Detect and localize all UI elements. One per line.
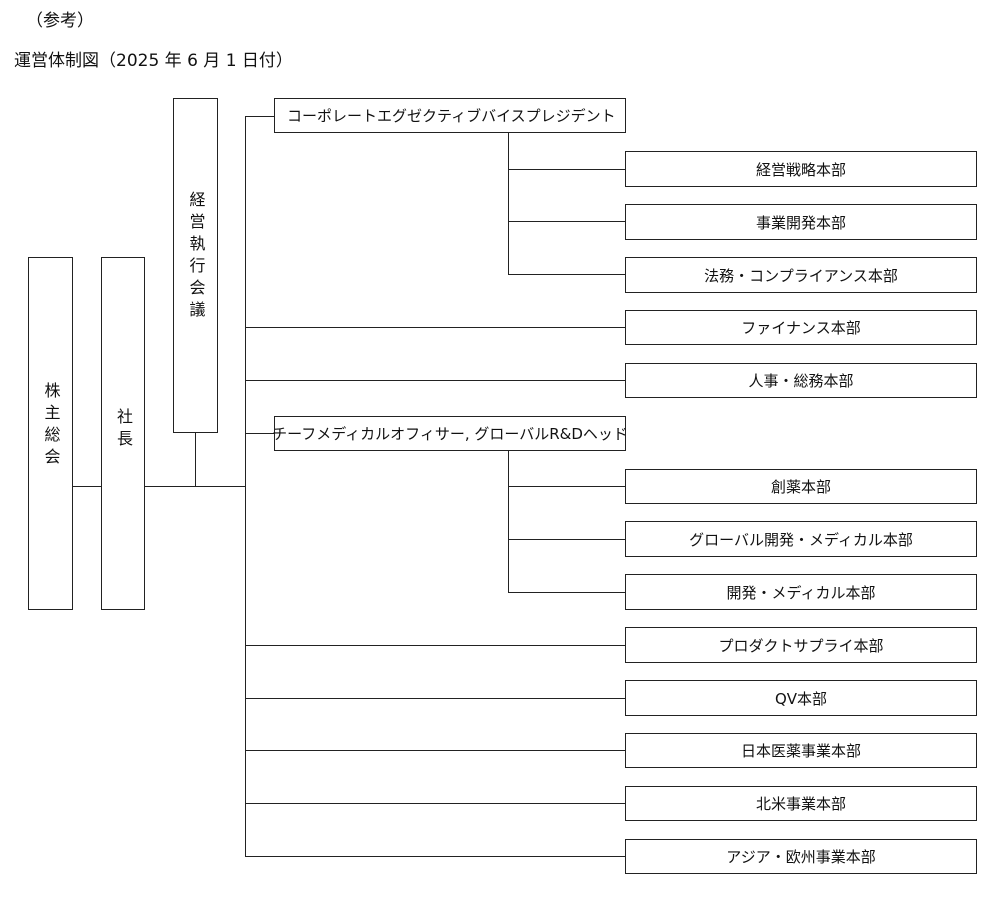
unit-label: 人事・総務本部 xyxy=(748,372,854,390)
unit-label: 経営戦略本部 xyxy=(755,160,846,179)
shareholders-meeting-label: 株主総会 xyxy=(41,382,61,470)
connector-president-trunk xyxy=(145,486,246,488)
unit-box-dev-medical: 開発・メディカル本部 xyxy=(625,574,977,610)
connector-global-dev xyxy=(508,539,625,541)
connector-drug-discovery xyxy=(508,486,625,488)
unit-box-north-america: 北米事業本部 xyxy=(625,786,977,821)
connector-corporate-evp xyxy=(245,116,274,118)
unit-box-drug-discovery: 創薬本部 xyxy=(625,469,977,504)
unit-box-qv: QV本部 xyxy=(625,680,977,716)
unit-box-finance: ファイナンス本部 xyxy=(625,310,977,345)
unit-label: アジア・欧州事業本部 xyxy=(726,848,876,866)
main-trunk-line xyxy=(245,116,247,856)
unit-label: 開発・メディカル本部 xyxy=(726,583,876,602)
connector-bizdev xyxy=(508,221,625,223)
cmo-branch-line xyxy=(508,451,510,592)
unit-label: プロダクトサプライ本部 xyxy=(718,636,884,655)
connector-asia-europe xyxy=(245,856,625,858)
connector-legal xyxy=(508,274,625,276)
connector-strategy xyxy=(508,169,625,171)
unit-label: QV本部 xyxy=(774,689,828,708)
connector-north-america xyxy=(245,803,625,805)
exec-meeting-label: 経営執行会議 xyxy=(186,191,206,323)
unit-label: ファイナンス本部 xyxy=(741,319,861,337)
unit-box-strategy: 経営戦略本部 xyxy=(625,151,977,187)
connector-cmo xyxy=(245,433,274,435)
connector-hr xyxy=(245,380,625,382)
reference-note: （参考） xyxy=(26,11,94,31)
unit-label: 北米事業本部 xyxy=(755,795,846,813)
unit-box-bizdev: 事業開発本部 xyxy=(625,204,977,240)
unit-box-japan-pharma: 日本医薬事業本部 xyxy=(625,733,977,768)
unit-box-global-dev: グローバル開発・メディカル本部 xyxy=(625,521,977,557)
president-label: 社長 xyxy=(114,408,133,452)
connector-qv xyxy=(245,698,625,700)
connector-japan-pharma xyxy=(245,750,625,752)
unit-label: 事業開発本部 xyxy=(755,213,846,232)
unit-label: 創薬本部 xyxy=(770,478,831,496)
cmo-label: チーフメディカルオフィサー, グローバルR&Dヘッド xyxy=(272,425,628,443)
connector-exec-meeting xyxy=(195,433,197,486)
corporate-evp-label: コーポレートエグゼクティブバイスプレジデント xyxy=(287,107,616,125)
unit-box-asia-europe: アジア・欧州事業本部 xyxy=(625,839,977,874)
unit-label: 日本医薬事業本部 xyxy=(740,742,861,760)
unit-label: グローバル開発・メディカル本部 xyxy=(689,530,913,549)
unit-box-product-supply: プロダクトサプライ本部 xyxy=(625,627,977,663)
unit-box-hr: 人事・総務本部 xyxy=(625,363,977,398)
connector-product-supply xyxy=(245,645,625,647)
page-title: 運営体制図（2025 年 6 月 1 日付） xyxy=(14,51,293,71)
shareholders-meeting-box: 株主総会 xyxy=(28,257,73,610)
connector-dev-medical xyxy=(508,592,625,594)
evp-branch-line xyxy=(508,133,510,274)
connector-finance xyxy=(245,327,625,329)
exec-meeting-box: 経営執行会議 xyxy=(173,98,218,433)
unit-box-legal: 法務・コンプライアンス本部 xyxy=(625,257,977,293)
connector-shareholders-president xyxy=(73,486,101,488)
cmo-box: チーフメディカルオフィサー, グローバルR&Dヘッド xyxy=(272,416,628,451)
corporate-evp-box: コーポレートエグゼクティブバイスプレジデント xyxy=(274,98,626,133)
president-box: 社長 xyxy=(101,257,145,610)
unit-label: 法務・コンプライアンス本部 xyxy=(704,266,898,285)
